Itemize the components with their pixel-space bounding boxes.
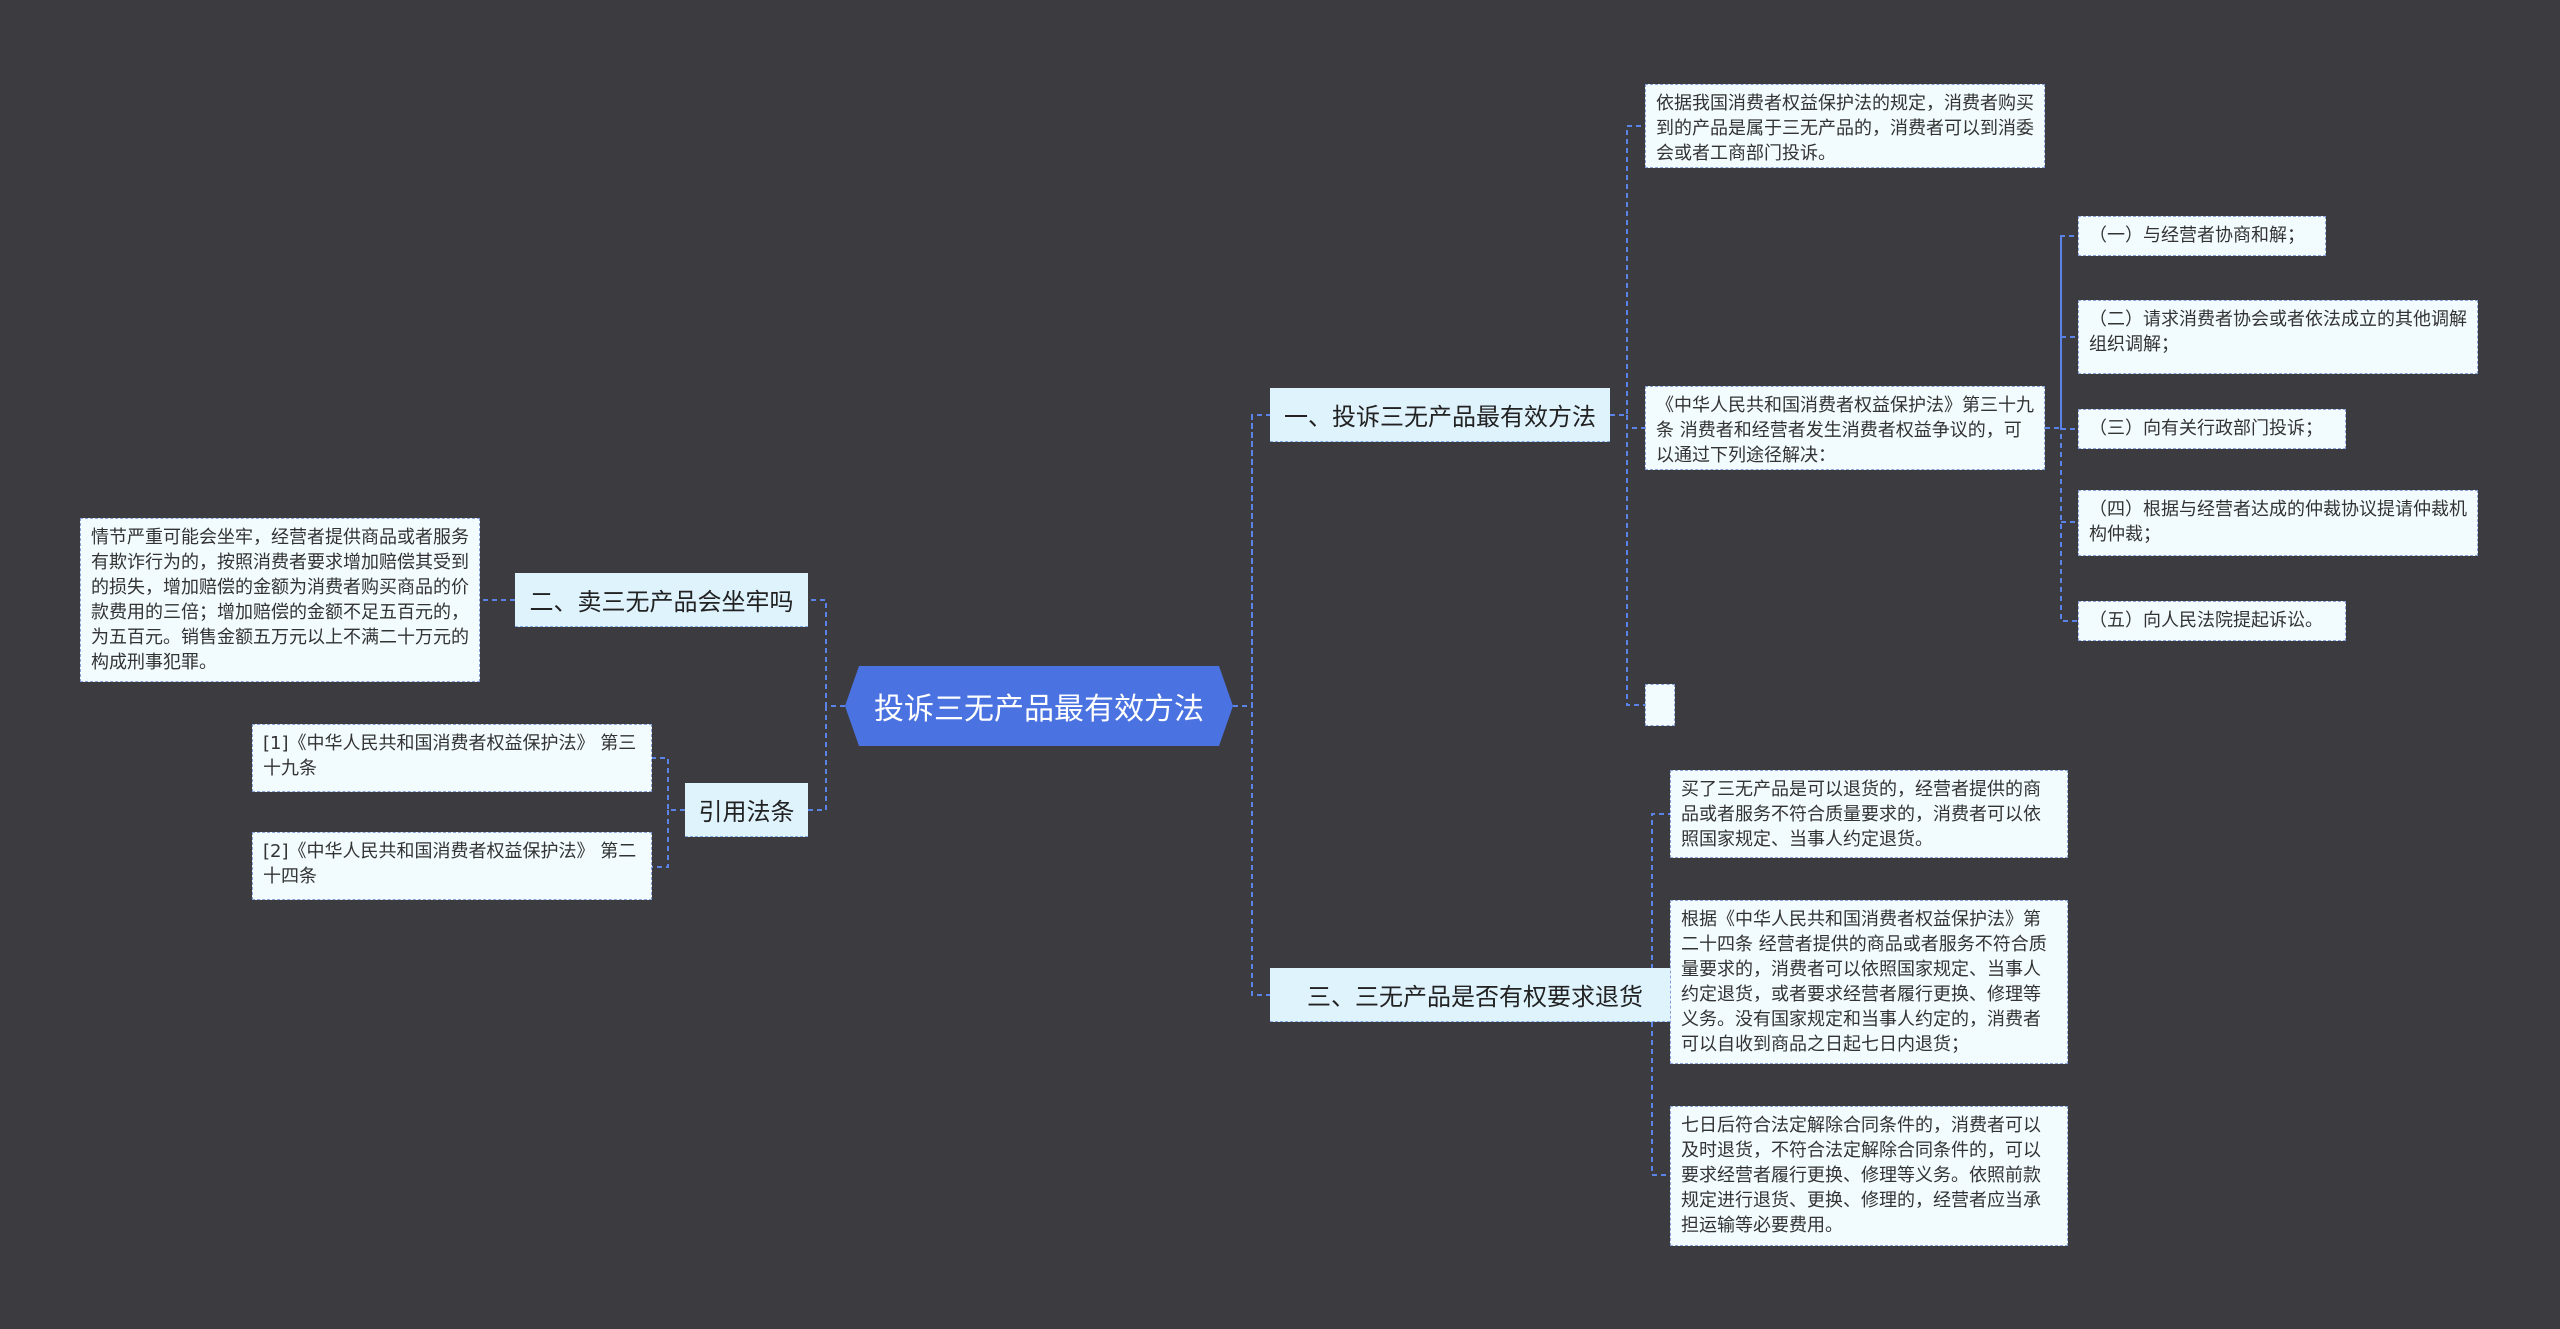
sub-item-arbitration[interactable]: （四）根据与经营者达成的仲裁协议提请仲裁机构仲裁； — [2078, 490, 2478, 556]
connector-root-left — [808, 599, 845, 811]
sub-item-negotiate[interactable]: （一）与经营者协商和解； — [2078, 216, 2326, 256]
sub-item-text: （三）向有关行政部门投诉； — [2089, 418, 2323, 439]
branch-complaint-methods[interactable]: 一、投诉三无产品最有效方法 — [1270, 388, 1610, 442]
sub-item-administrative[interactable]: （三）向有关行政部门投诉； — [2078, 409, 2346, 449]
leaf-text: 买了三无产品是可以退货的，经营者提供的商品或者服务不符合质量要求的，消费者可以依… — [1681, 779, 2041, 850]
leaf-text: 根据《中华人民共和国消费者权益保护法》第二十四条 经营者提供的商品或者服务不符合… — [1681, 909, 2047, 1055]
branch-return-rights[interactable]: 三、三无产品是否有权要求退货 — [1270, 968, 1680, 1022]
sub-item-text: （四）根据与经营者达成的仲裁协议提请仲裁机构仲裁； — [2089, 499, 2467, 545]
leaf-consumer-law-complaint[interactable]: 依据我国消费者权益保护法的规定，消费者购买到的产品是属于三无产品的，消费者可以到… — [1645, 84, 2045, 168]
branch-label: 二、卖三无产品会坐牢吗 — [529, 588, 794, 616]
sub-item-text: （二）请求消费者协会或者依法成立的其他调解组织调解； — [2089, 309, 2467, 355]
branch-label: 一、投诉三无产品最有效方法 — [1284, 403, 1596, 431]
root-topic-label: 投诉三无产品最有效方法 — [874, 692, 1204, 727]
leaf-citation-39[interactable]: [1]《中华人民共和国消费者权益保护法》 第三十九条 — [252, 724, 652, 792]
leaf-text: [2]《中华人民共和国消费者权益保护法》 第二十四条 — [263, 841, 637, 887]
connector-branch1 — [1610, 125, 1645, 706]
branch-cited-laws[interactable]: 引用法条 — [685, 783, 808, 837]
leaf-citation-24[interactable]: [2]《中华人民共和国消费者权益保护法》 第二十四条 — [252, 832, 652, 900]
connector-root-right — [1233, 414, 1270, 996]
sub-item-mediation[interactable]: （二）请求消费者协会或者依法成立的其他调解组织调解； — [2078, 300, 2478, 374]
leaf-text: 情节严重可能会坐牢，经营者提供商品或者服务有欺诈行为的，按照消费者要求增加赔偿其… — [91, 527, 469, 673]
connector-leaf2 — [2045, 235, 2078, 622]
branch-label: 引用法条 — [698, 798, 795, 826]
connector-branch3 — [652, 757, 685, 868]
leaf-article-39[interactable]: 《中华人民共和国消费者权益保护法》第三十九条 消费者和经营者发生消费者权益争议的… — [1645, 386, 2045, 470]
sub-item-lawsuit[interactable]: （五）向人民法院提起诉讼。 — [2078, 601, 2346, 641]
leaf-after-seven-days[interactable]: 七日后符合法定解除合同条件的，消费者可以及时退货，不符合法定解除合同条件的，可以… — [1670, 1106, 2068, 1246]
empty-node[interactable] — [1645, 684, 1675, 726]
sub-item-text: （一）与经营者协商和解； — [2089, 225, 2305, 246]
leaf-text: 依据我国消费者权益保护法的规定，消费者购买到的产品是属于三无产品的，消费者可以到… — [1656, 93, 2034, 164]
root-topic[interactable]: 投诉三无产品最有效方法 — [845, 666, 1233, 746]
leaf-return-allowed[interactable]: 买了三无产品是可以退货的，经营者提供的商品或者服务不符合质量要求的，消费者可以依… — [1670, 770, 2068, 858]
leaf-text: [1]《中华人民共和国消费者权益保护法》 第三十九条 — [263, 733, 637, 779]
leaf-jail-explanation[interactable]: 情节严重可能会坐牢，经营者提供商品或者服务有欺诈行为的，按照消费者要求增加赔偿其… — [80, 518, 480, 682]
leaf-text: 七日后符合法定解除合同条件的，消费者可以及时退货，不符合法定解除合同条件的，可以… — [1681, 1115, 2041, 1236]
branch-jail-question[interactable]: 二、卖三无产品会坐牢吗 — [515, 573, 808, 627]
leaf-text: 《中华人民共和国消费者权益保护法》第三十九条 消费者和经营者发生消费者权益争议的… — [1656, 395, 2034, 466]
sub-item-text: （五）向人民法院提起诉讼。 — [2089, 610, 2323, 631]
leaf-article-24[interactable]: 根据《中华人民共和国消费者权益保护法》第二十四条 经营者提供的商品或者服务不符合… — [1670, 900, 2068, 1064]
branch-label: 三、三无产品是否有权要求退货 — [1307, 983, 1643, 1011]
